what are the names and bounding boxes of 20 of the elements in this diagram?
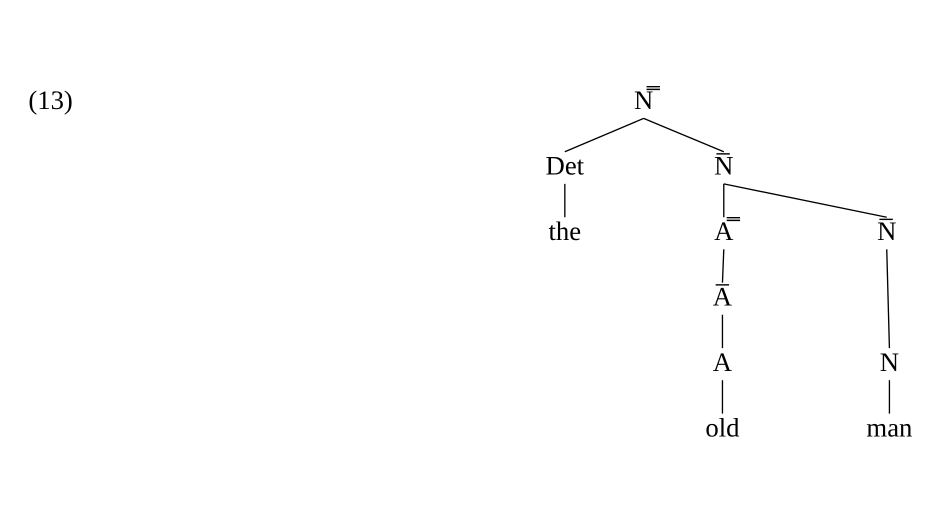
node-text: man bbox=[866, 412, 912, 442]
node-text: Det bbox=[546, 150, 584, 180]
connector bbox=[888, 380, 890, 414]
connector bbox=[722, 380, 724, 414]
node-text: N bbox=[880, 346, 900, 376]
node-text: old bbox=[705, 412, 740, 442]
node-text: A̅ bbox=[712, 280, 732, 311]
connector bbox=[886, 248, 890, 348]
label: (13) bbox=[28, 84, 73, 115]
connector bbox=[643, 117, 724, 152]
connector bbox=[564, 117, 644, 152]
connector bbox=[724, 182, 887, 218]
node-text: N̅ bbox=[714, 150, 734, 180]
connector bbox=[564, 183, 566, 217]
connector bbox=[722, 248, 724, 282]
node-text: the bbox=[548, 215, 582, 246]
connector bbox=[723, 183, 724, 217]
node-text: N̅ bbox=[877, 215, 896, 246]
connector bbox=[722, 314, 724, 348]
node-text: A bbox=[712, 346, 732, 376]
